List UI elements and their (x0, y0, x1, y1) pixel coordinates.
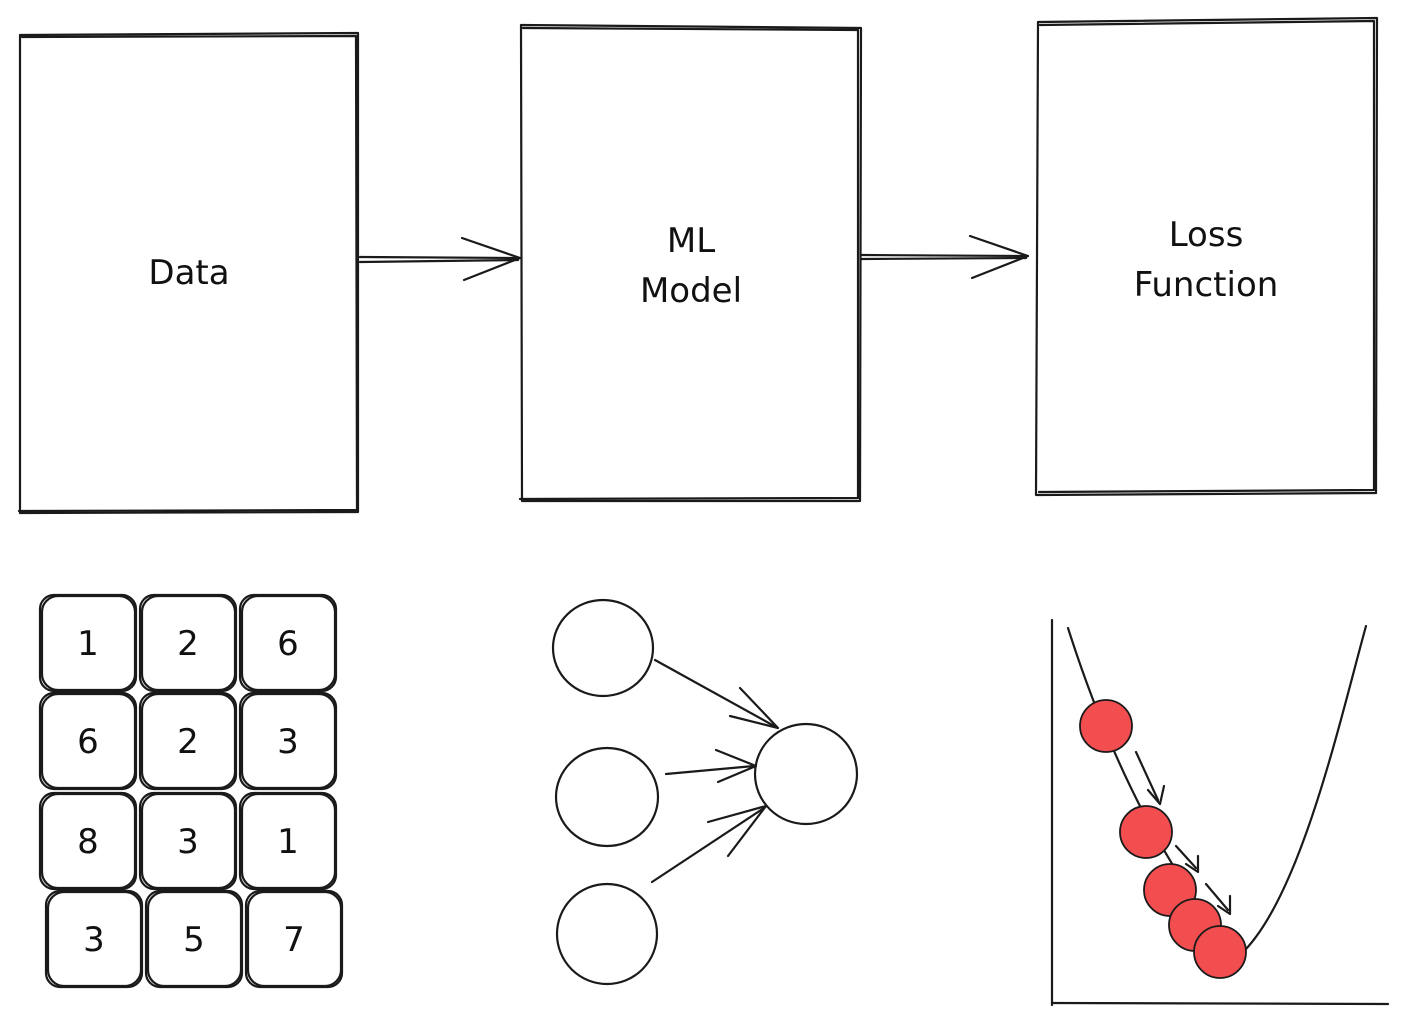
grid-cell: 6 (238, 593, 338, 693)
ball (1079, 699, 1133, 753)
grid-cell: 2 (138, 593, 238, 693)
grid-cell-value: 1 (77, 624, 99, 664)
grid-cell: 5 (144, 889, 244, 989)
x-axis (1050, 1001, 1390, 1006)
grid-cell-value: 6 (77, 722, 99, 762)
grid-cell-value: 5 (183, 920, 205, 960)
grid-cell-value: 6 (277, 624, 299, 664)
loss-box-label-line-1: Loss (1169, 215, 1244, 255)
input-node (554, 746, 660, 848)
output-node (753, 722, 859, 826)
loss-curve-plot (1050, 618, 1390, 1007)
grid-cell-value: 8 (77, 822, 99, 862)
ball (1193, 925, 1247, 979)
arrow-model-to-loss (860, 234, 1030, 280)
loss-box-label-line-2: Function (1134, 265, 1279, 305)
model-box-label-line-2: Model (640, 271, 742, 311)
model-box-label-line-1: ML (667, 221, 715, 261)
grid-cell-value: 2 (177, 624, 199, 664)
edge-arrow (664, 748, 758, 784)
loss-box: Loss Function (1034, 16, 1379, 497)
input-node (555, 882, 659, 986)
data-box-label: Data (148, 253, 229, 293)
grid-cell: 1 (238, 791, 338, 891)
arrow-data-to-model (358, 236, 522, 282)
grid-cell-value: 1 (277, 822, 299, 862)
grid-cell: 2 (138, 691, 238, 791)
grid-cell-value: 3 (177, 822, 199, 862)
grid-cell: 7 (244, 889, 344, 989)
grid-cell-value: 2 (177, 722, 199, 762)
neural-network (551, 598, 859, 986)
ball (1119, 805, 1173, 859)
grid-cell: 3 (44, 889, 144, 989)
gradient-descent-balls (1079, 699, 1247, 979)
edge-arrow (650, 804, 768, 884)
grid-cell: 3 (138, 791, 238, 891)
grid-cell-value: 3 (277, 722, 299, 762)
input-node (551, 598, 655, 698)
grid-cell: 6 (38, 691, 138, 791)
data-box: Data (17, 31, 360, 515)
edge-arrow (653, 658, 780, 730)
grid-cell: 3 (238, 691, 338, 791)
grid-cell-value: 3 (83, 920, 105, 960)
grid-cell: 8 (38, 791, 138, 891)
data-grid: 1 2 6 6 2 3 8 3 1 3 5 7 (38, 593, 344, 989)
grid-cell-value: 7 (283, 920, 305, 960)
model-box: ML Model (518, 23, 863, 503)
gradient-steps (1134, 750, 1232, 916)
grid-cell: 1 (38, 593, 138, 693)
